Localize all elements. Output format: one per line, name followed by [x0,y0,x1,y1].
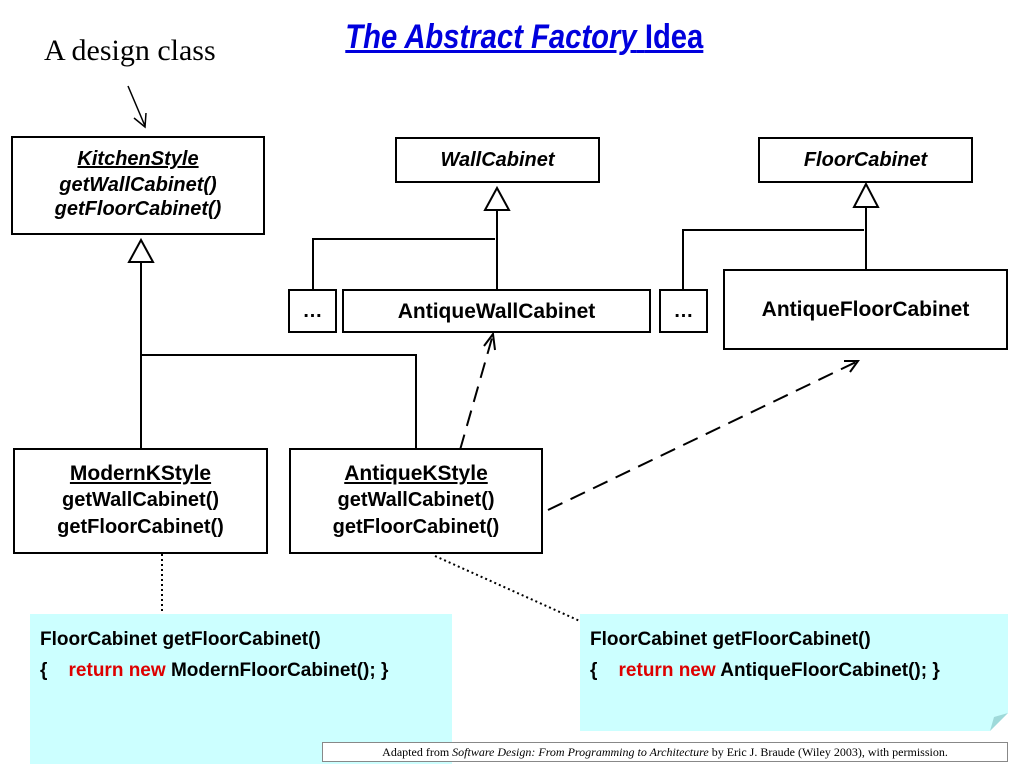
dependency-arrowhead-floor [844,360,860,373]
antiquekstyle-branch-line [141,354,417,449]
class-antiquefloorcabinet: AntiqueFloorCabinet [723,269,1008,350]
source-credit: Adapted from Software Design: From Progr… [322,742,1008,762]
class-name: AntiqueWallCabinet [397,299,596,323]
method: getWallCabinet() [59,174,217,196]
class-modernkstyle: ModernKStyle getWallCabinet() getFloorCa… [13,448,268,554]
note-antique-factory-method: FloorCabinet getFloorCabinet() { return … [580,614,1008,731]
credit-suffix: by Eric J. Braude (Wiley 2003), with per… [711,745,948,759]
class-name: AntiqueKStyle [344,462,488,485]
class-name: FloorCabinet [803,148,928,171]
floorcabinet-inheritance-triangle [852,181,880,208]
note-signature: FloorCabinet getFloorCabinet() [590,629,871,650]
floor-ellipsis-branch-line [682,229,864,289]
class-floorcabinet: FloorCabinet [758,137,973,183]
title-plain-part: Idea [644,18,704,56]
dependency-arrowhead-wall [483,331,496,351]
note-brace: { [40,660,48,681]
note-body: { return new ModernFloorCabinet(); } [40,655,442,686]
class-ellipsis-wall: … [288,289,337,333]
note-brace: { [590,660,598,681]
kitchenstyle-inheritance-triangle [127,237,155,263]
title-italic-part: The Abstract Factory [345,18,637,56]
note-code: AntiqueFloorCabinet(); } [720,660,940,681]
class-antiquekstyle: AntiqueKStyle getWallCabinet() getFloorC… [289,448,543,554]
class-name: WallCabinet [440,148,555,171]
class-name: ModernKStyle [69,462,212,485]
method: getWallCabinet() [61,489,220,511]
method: getFloorCabinet() [332,516,500,538]
note-folded-corner [990,713,1008,731]
note-body: { return new AntiqueFloorCabinet(); } [590,655,998,686]
page-title: The Abstract Factory Idea [84,18,965,57]
class-name: … [673,299,694,322]
note-keyword: return new [618,660,716,681]
design-class-callout: A design class [44,34,216,67]
class-kitchenstyle: KitchenStyle getWallCabinet() getFloorCa… [11,136,265,235]
note-modern-factory-method: FloorCabinet getFloorCabinet() { return … [30,614,452,764]
callout-arrow-line [127,85,146,127]
class-name: KitchenStyle [77,148,199,170]
class-ellipsis-floor: … [659,289,708,333]
method: getWallCabinet() [337,489,495,511]
credit-book-title: Software Design: From Programming to Arc… [452,745,709,759]
credit-prefix: Adapted from [382,745,450,759]
note-keyword: return new [68,660,166,681]
antique-note-link [434,555,583,623]
class-wallcabinet: WallCabinet [395,137,600,183]
class-name: … [302,299,323,322]
callout-arrowhead [133,112,147,129]
class-antiquewallcabinet: AntiqueWallCabinet [342,289,651,333]
wall-ellipsis-branch-line [312,238,495,289]
note-code: ModernFloorCabinet(); } [170,660,389,681]
note-signature: FloorCabinet getFloorCabinet() [40,629,321,650]
dependency-to-antiquefloorcabinet [547,361,857,511]
method: getFloorCabinet() [54,198,222,220]
dependency-to-antiquewallcabinet [459,337,493,451]
wallcabinet-inheritance-triangle [483,185,511,211]
method: getFloorCabinet() [57,516,224,538]
class-name: AntiqueFloorCabinet [761,298,970,321]
